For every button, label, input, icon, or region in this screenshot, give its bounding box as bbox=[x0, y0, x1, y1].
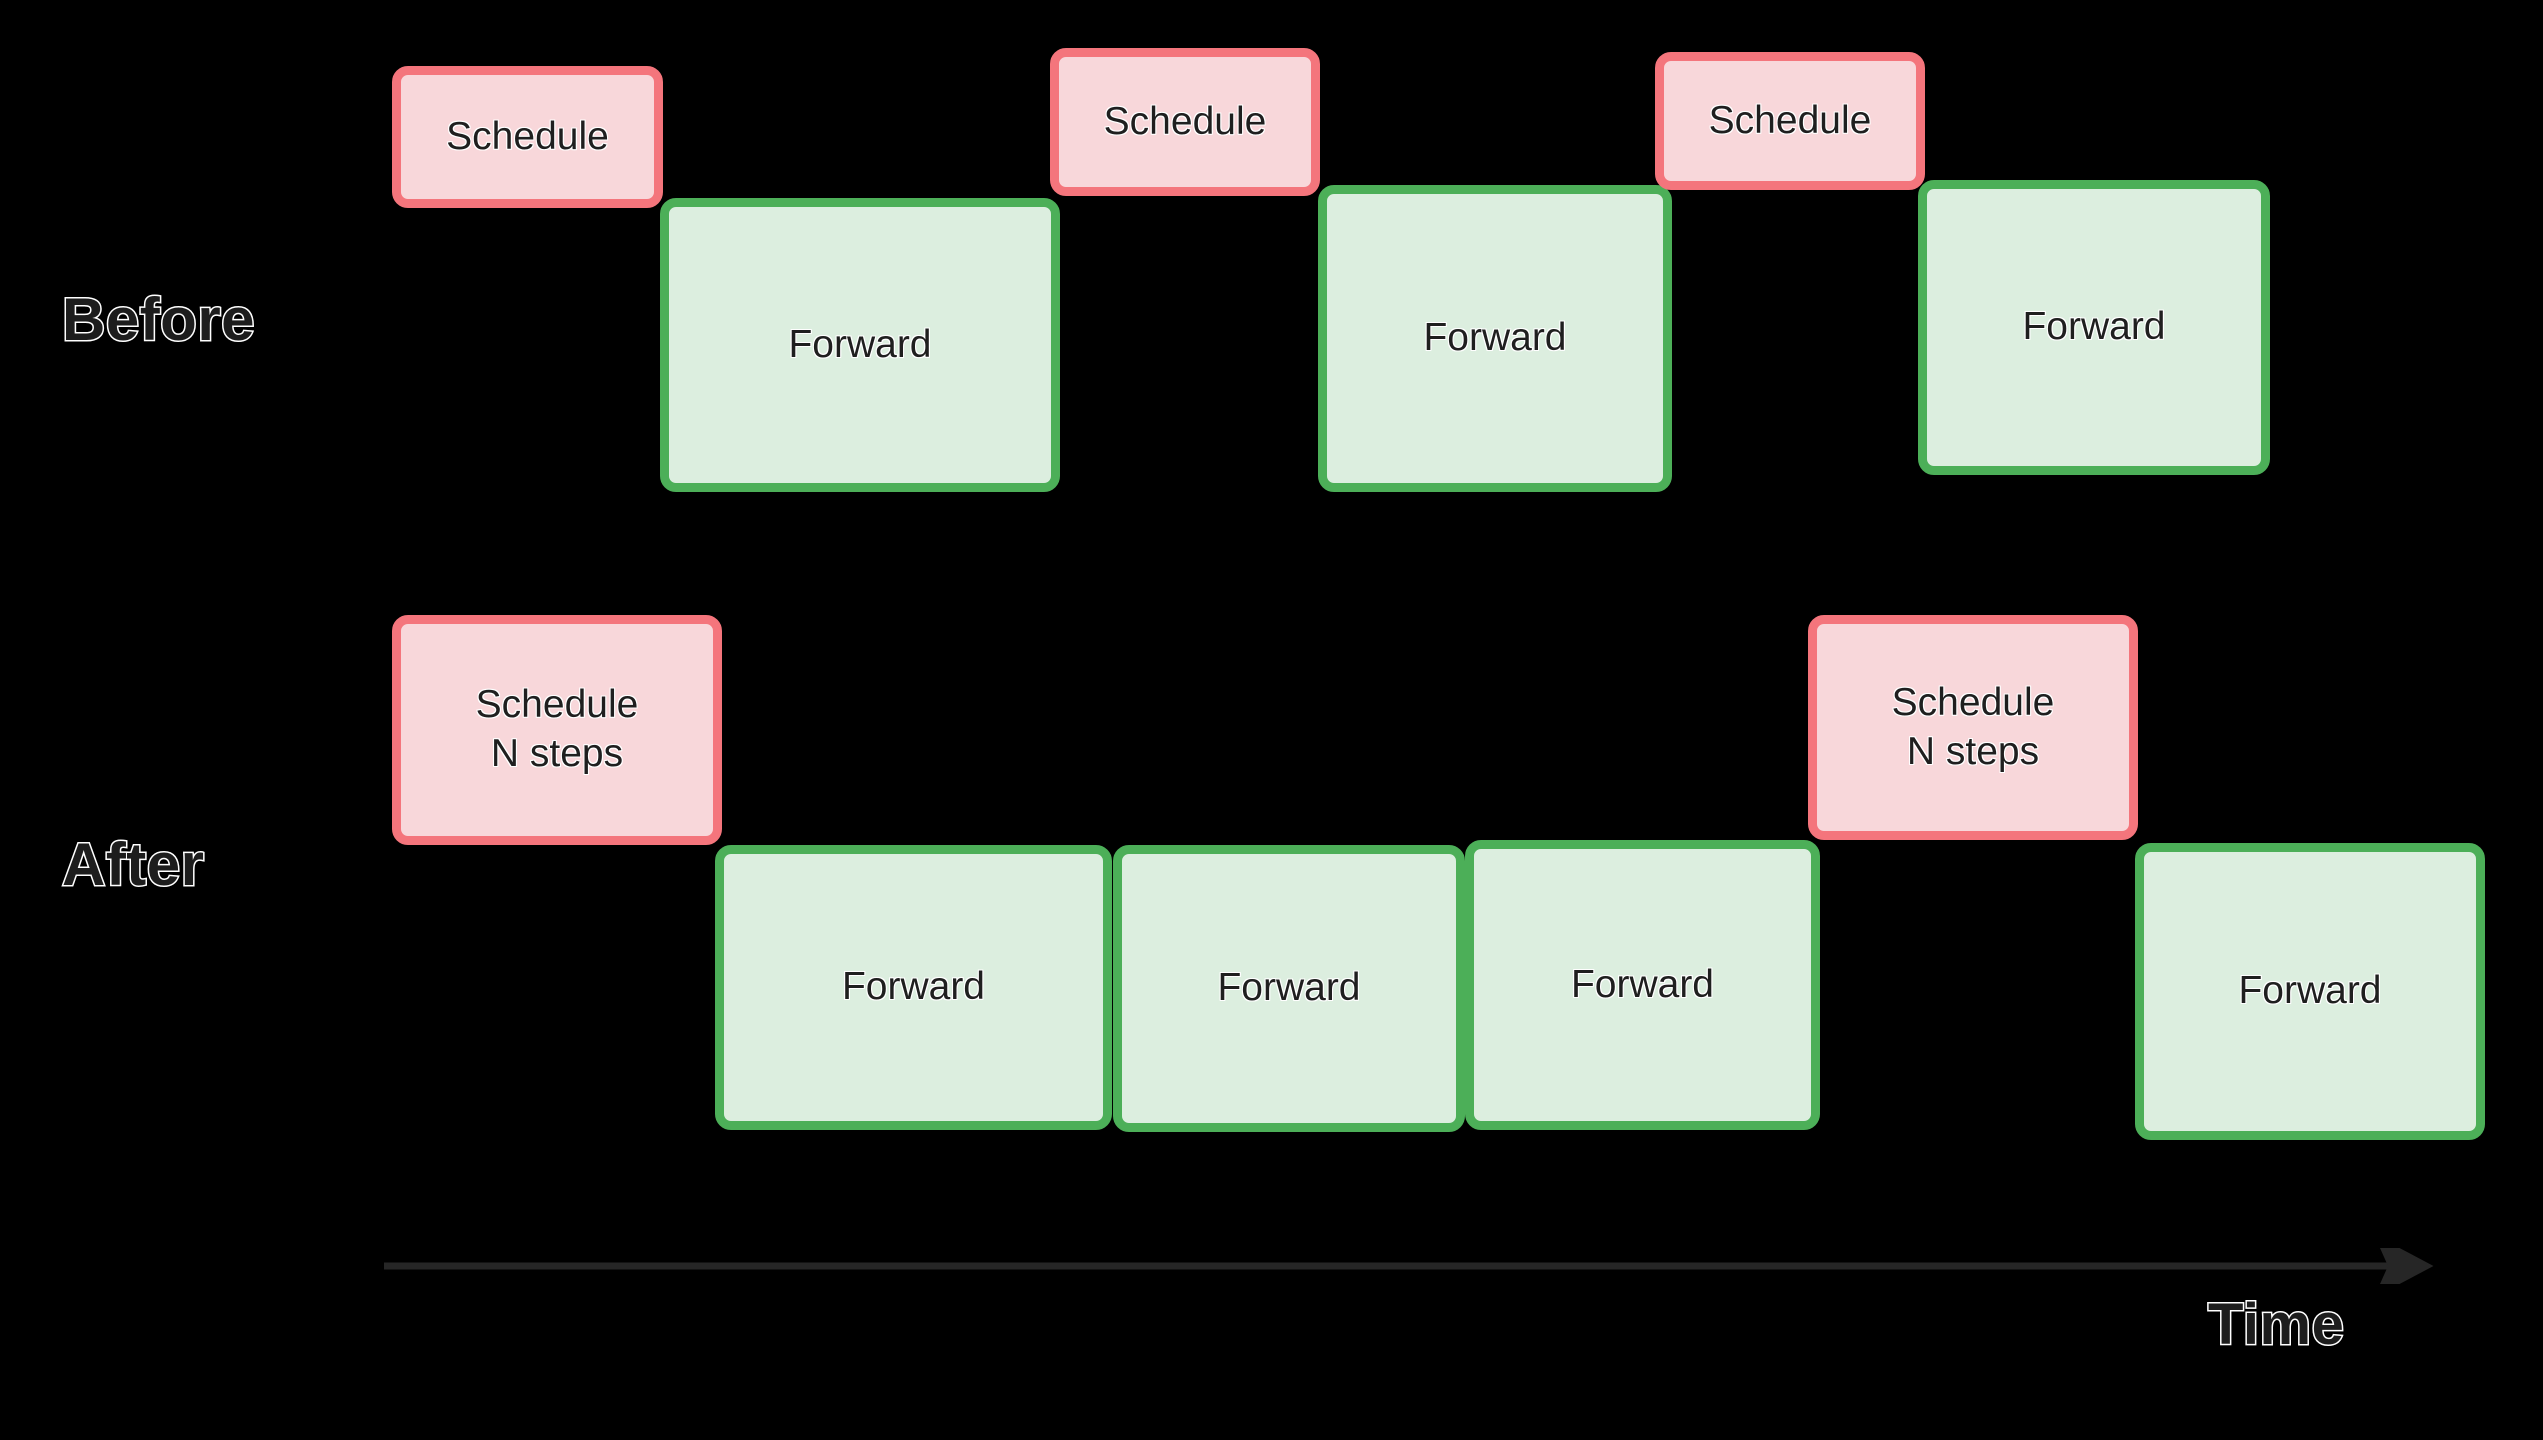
schedule-box[interactable]: Schedule bbox=[1655, 52, 1925, 190]
row-label-after: After bbox=[61, 831, 206, 898]
time-axis-arrow bbox=[382, 1248, 2434, 1284]
forward-box-label: Forward bbox=[1570, 962, 1715, 1006]
forward-box-label: Forward bbox=[788, 322, 932, 366]
schedule-box-label: Schedule bbox=[1103, 99, 1267, 143]
forward-box[interactable]: Forward bbox=[1465, 840, 1820, 1130]
forward-box[interactable]: Forward bbox=[1918, 180, 2270, 475]
forward-box[interactable]: Forward bbox=[2135, 843, 2485, 1140]
schedule-box-label: Schedule bbox=[446, 114, 609, 158]
schedule-box[interactable]: Schedule bbox=[1050, 48, 1320, 196]
schedule-box[interactable]: Schedule N steps bbox=[392, 615, 722, 845]
forward-box-label: Forward bbox=[2022, 305, 2166, 349]
schedule-box[interactable]: Schedule N steps bbox=[1808, 615, 2138, 840]
schedule-box-label: Schedule bbox=[1708, 98, 1872, 142]
forward-box[interactable]: Forward bbox=[715, 845, 1112, 1130]
forward-box-label: Forward bbox=[1423, 316, 1567, 360]
schedule-box-label: Schedule N steps bbox=[1891, 680, 2055, 773]
forward-box-label: Forward bbox=[841, 965, 986, 1009]
schedule-box-label: Schedule N steps bbox=[475, 683, 639, 775]
forward-box-label: Forward bbox=[2238, 969, 2382, 1013]
schedule-box[interactable]: Schedule bbox=[392, 66, 663, 208]
forward-box[interactable]: Forward bbox=[1318, 185, 1672, 492]
axis-label-time: Time bbox=[2206, 1292, 2345, 1357]
forward-box[interactable]: Forward bbox=[660, 198, 1060, 492]
forward-box[interactable]: Forward bbox=[1113, 845, 1465, 1132]
row-label-before: Before bbox=[60, 286, 256, 353]
forward-box-label: Forward bbox=[1217, 966, 1361, 1010]
